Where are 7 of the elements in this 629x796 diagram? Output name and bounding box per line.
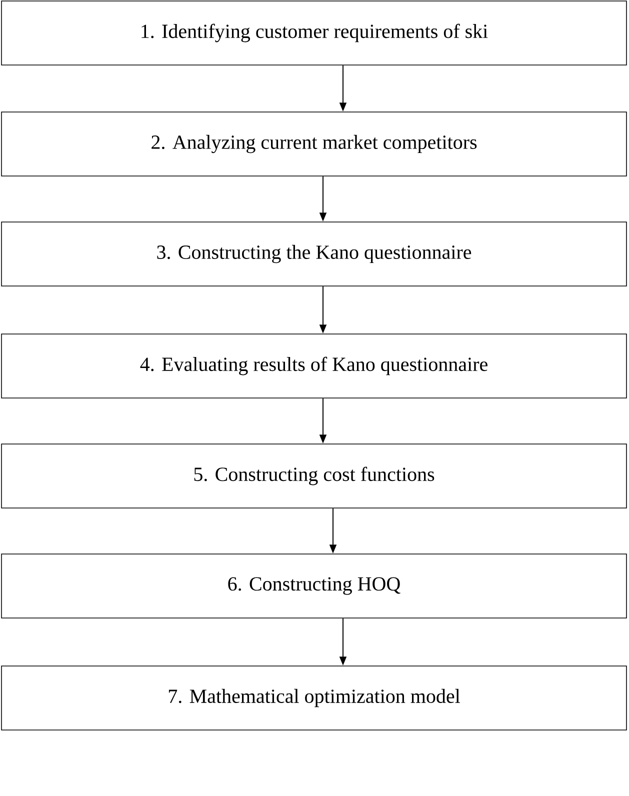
process-box: 5. Constructing cost functions bbox=[1, 444, 627, 508]
process-box: 3. Constructing the Kano questionnaire bbox=[1, 222, 627, 286]
process-box: 2. Analyzing current market competitors bbox=[1, 112, 627, 176]
process-box: 4. Evaluating results of Kano questionnaire bbox=[1, 334, 627, 398]
process-box: 6. Constructing HOQ bbox=[1, 554, 627, 618]
process-box: 1. Identifying customer requirements of ski bbox=[1, 0, 627, 66]
process-box: 7. Mathematical optimization model bbox=[1, 666, 627, 730]
